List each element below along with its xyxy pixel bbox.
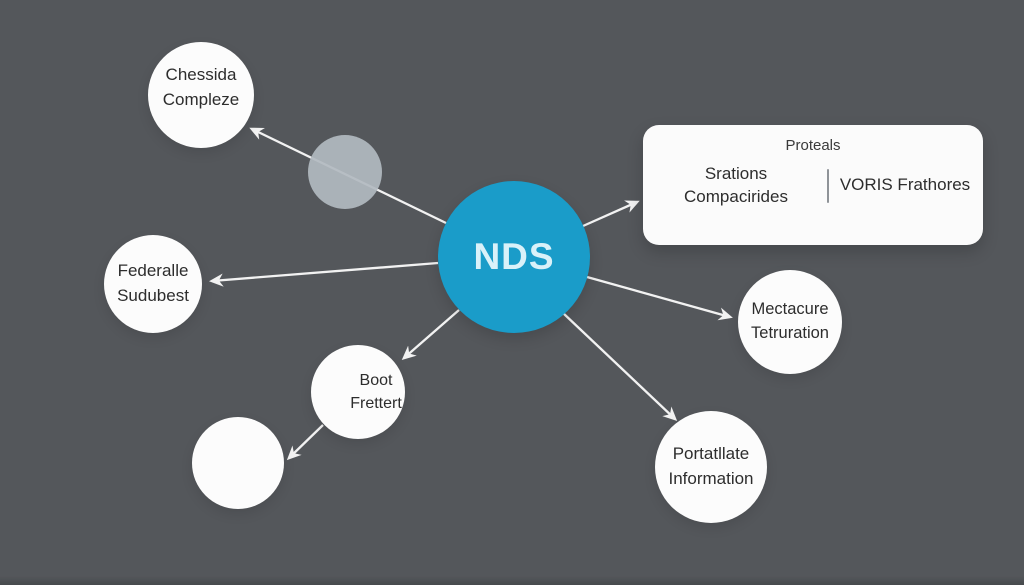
bottom-edge-shade bbox=[0, 576, 1024, 585]
node-mectacure-tetruration[interactable]: Mectacure Tetruration bbox=[738, 270, 842, 374]
connector-nds-boot bbox=[401, 309, 460, 360]
central-node-nds[interactable]: NDS bbox=[438, 181, 590, 333]
node-label: Chessida Compleze bbox=[162, 65, 240, 109]
proteals-box[interactable]: Proteals Srations Compacirides VORIS Fra… bbox=[643, 125, 983, 245]
connector-nds-federalle bbox=[209, 261, 439, 287]
proteals-box-title: Proteals bbox=[785, 137, 841, 154]
central-node-label: NDS bbox=[473, 236, 555, 278]
node-boot-frettert[interactable]: Boot Frettert bbox=[311, 345, 405, 439]
node-label: Mectacure Tetruration bbox=[751, 300, 829, 342]
box-divider bbox=[827, 168, 829, 203]
node-label: Boot Frettert bbox=[350, 371, 402, 412]
node-unlabeled[interactable] bbox=[192, 417, 284, 509]
node-federalle-sudubest[interactable]: Federalle Sudubest bbox=[104, 235, 202, 333]
proteals-box-columns: Srations Compacirides VORIS Frathores bbox=[643, 163, 983, 209]
connector-nds-mectacure bbox=[586, 275, 733, 321]
node-label: Portatllate Information bbox=[668, 444, 754, 488]
proteals-box-right-item: VORIS Frathores bbox=[839, 175, 971, 195]
node-chessida-compleze[interactable]: Chessida Compleze bbox=[148, 42, 254, 148]
connector-nds-portatllate bbox=[562, 312, 678, 422]
node-portatllate-information[interactable]: Portatllate Information bbox=[655, 411, 767, 523]
connector-nds-proteals bbox=[582, 200, 640, 228]
proteals-box-left-item: Srations Compacirides bbox=[684, 164, 788, 206]
node-label: Federalle Sudubest bbox=[117, 261, 189, 305]
ghost-node bbox=[308, 135, 382, 209]
connector-boot-unlabeled bbox=[286, 424, 324, 461]
